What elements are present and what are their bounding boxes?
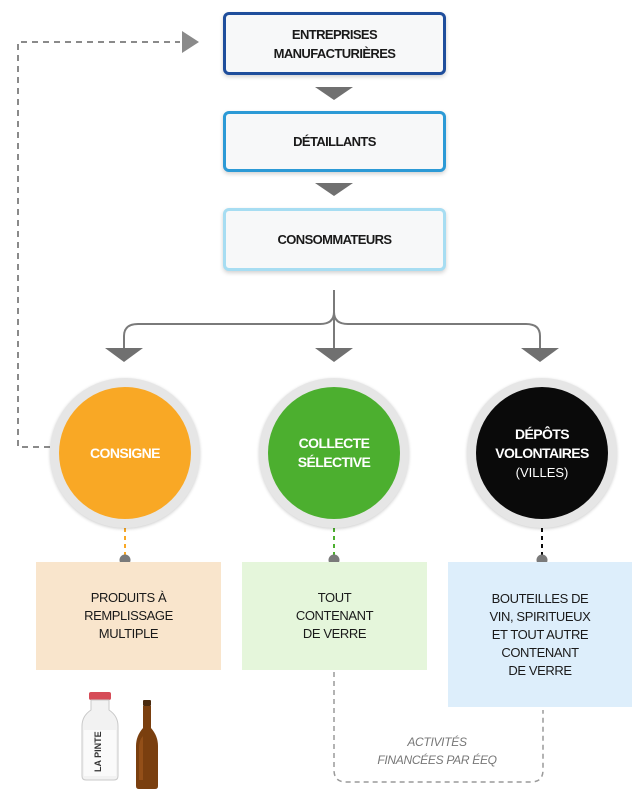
depots-circle: DÉPÔTS VOLONTAIRES (VILLES): [476, 387, 608, 519]
consumers-box: CONSOMMATEURS: [223, 208, 446, 271]
branch-right: [333, 311, 541, 348]
retailers-label: DÉTAILLANTS: [293, 134, 376, 149]
depots-label-sub: (VILLES): [515, 464, 569, 480]
depots-label-line2: VOLONTAIRES: [495, 444, 589, 461]
collecte-ring: COLLECTE SÉLECTIVE: [259, 378, 409, 528]
arrow-retailers-consumers: [315, 183, 353, 196]
milk-bottle-brand: LA PINTE: [93, 731, 103, 772]
consumers-label: CONSOMMATEURS: [277, 232, 392, 247]
arrow-to-depots: [521, 348, 559, 362]
depots-panel: BOUTEILLES DE VIN, SPIRITUEUX ET TOUT AU…: [448, 562, 632, 707]
panel-line: DE VERRE: [508, 662, 572, 678]
collecte-label-line2: SÉLECTIVE: [297, 454, 371, 470]
depots-label-line1: DÉPÔTS: [515, 425, 570, 442]
arrow-manufacturers-retailers: [315, 87, 353, 100]
panel-line: TOUT: [317, 590, 352, 605]
note-line1: ACTIVITÉS: [407, 735, 467, 749]
branch-left: [123, 311, 335, 348]
consigne-panel: PRODUITS À REMPLISSAGE MULTIPLE: [36, 562, 221, 670]
panel-line: BOUTEILLES DE: [491, 590, 589, 606]
panel-line: ET TOUT AUTRE: [491, 626, 589, 642]
panel-line: VIN, SPIRITUEUX: [489, 608, 591, 624]
manufacturers-line2: MANUFACTURIÈRES: [273, 45, 396, 61]
panel-line: REMPLISSAGE: [84, 608, 173, 623]
panel-line: MULTIPLE: [98, 626, 159, 641]
consigne-circle: CONSIGNE: [59, 387, 191, 519]
panel-line: CONTENANT: [501, 644, 579, 660]
panel-line: CONTENANT: [295, 608, 374, 623]
manufacturers-line1: ENTREPRISES: [291, 26, 378, 42]
return-loop-arrowhead: [182, 31, 199, 53]
beer-bottle-image: [136, 700, 158, 789]
panel-line: DE VERRE: [302, 626, 367, 641]
consigne-label: CONSIGNE: [90, 444, 160, 461]
manufacturers-box: ENTREPRISES MANUFACTURIÈRES: [223, 12, 446, 75]
note-line2: FINANCÉES PAR ÉEQ: [377, 753, 497, 767]
consigne-ring: CONSIGNE: [50, 378, 200, 528]
retailers-box: DÉTAILLANTS: [223, 111, 446, 172]
return-loop-line: [17, 41, 180, 448]
funded-bracket: [333, 672, 544, 783]
depots-ring: DÉPÔTS VOLONTAIRES (VILLES): [467, 378, 617, 528]
arrow-to-collecte: [315, 348, 353, 362]
funded-activities-note: ACTIVITÉS FINANCÉES PAR ÉEQ: [352, 733, 522, 769]
collecte-label-line1: COLLECTE: [298, 435, 370, 451]
arrow-to-consigne: [105, 348, 143, 362]
milk-bottle-image: LA PINTE: [81, 692, 119, 781]
collecte-panel: TOUT CONTENANT DE VERRE: [242, 562, 427, 670]
panel-line: PRODUITS À: [90, 590, 167, 605]
collecte-circle: COLLECTE SÉLECTIVE: [268, 387, 400, 519]
